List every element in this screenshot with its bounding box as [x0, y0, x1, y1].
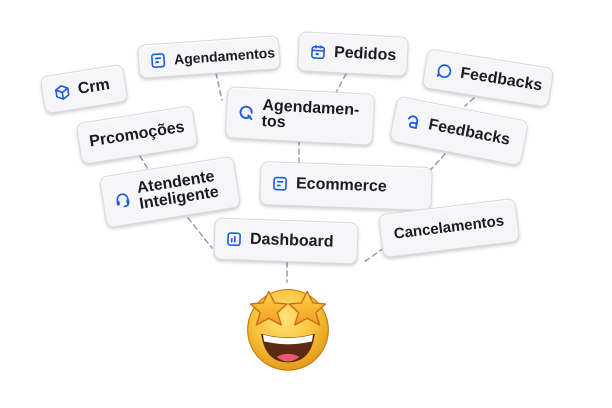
connector-agendamentos [215, 72, 223, 101]
chat-bubble-icon [436, 64, 452, 78]
node-feedbacks-top[interactable]: Feedbacks [421, 48, 555, 108]
node-agendamentos-top-label: Agendamentos [173, 44, 276, 68]
a-letter-icon [408, 115, 419, 129]
connector-atendente [187, 217, 213, 249]
node-crm-label: Crm [76, 75, 111, 98]
node-ecommerce[interactable]: Ecommerce [259, 161, 433, 211]
node-pedidos[interactable]: Pedidos [297, 31, 409, 77]
connector-cancelamentos [363, 247, 385, 263]
node-feedbacks-top-label: Feedbacks [459, 64, 544, 95]
calendar-list-icon [151, 53, 166, 69]
cube-icon [54, 84, 70, 100]
node-cancelamentos-label: Cancelamentos [392, 212, 506, 243]
q-letter-icon [239, 105, 253, 121]
document-icon [273, 176, 287, 191]
connector-feedbacks-mid [423, 153, 446, 178]
connector-feedbacks [464, 97, 475, 107]
node-agendamentos-top[interactable]: Agendamentos [136, 35, 282, 79]
star-struck-emoji-icon [247, 288, 329, 371]
node-promocoes-label: Prcomoções [88, 118, 186, 151]
calendar-icon [311, 45, 326, 60]
headset-icon [116, 193, 130, 208]
node-dashboard-label: Dashboard [249, 230, 334, 251]
node-dashboard[interactable]: Dashboard [213, 217, 359, 265]
node-crm[interactable]: Crm [39, 63, 129, 115]
node-ecommerce-label: Ecommerce [295, 174, 388, 196]
node-atendente[interactable]: Atendente Inteligente [98, 155, 242, 229]
node-feedbacks-mid[interactable]: Feedbacks [388, 95, 530, 167]
dashboard-icon [227, 232, 241, 247]
node-agendamentos-mid[interactable]: Agendamen- tos [224, 86, 376, 146]
node-pedidos-label: Pedidos [333, 43, 397, 64]
node-feedbacks-mid-label: Feedbacks [427, 115, 512, 149]
